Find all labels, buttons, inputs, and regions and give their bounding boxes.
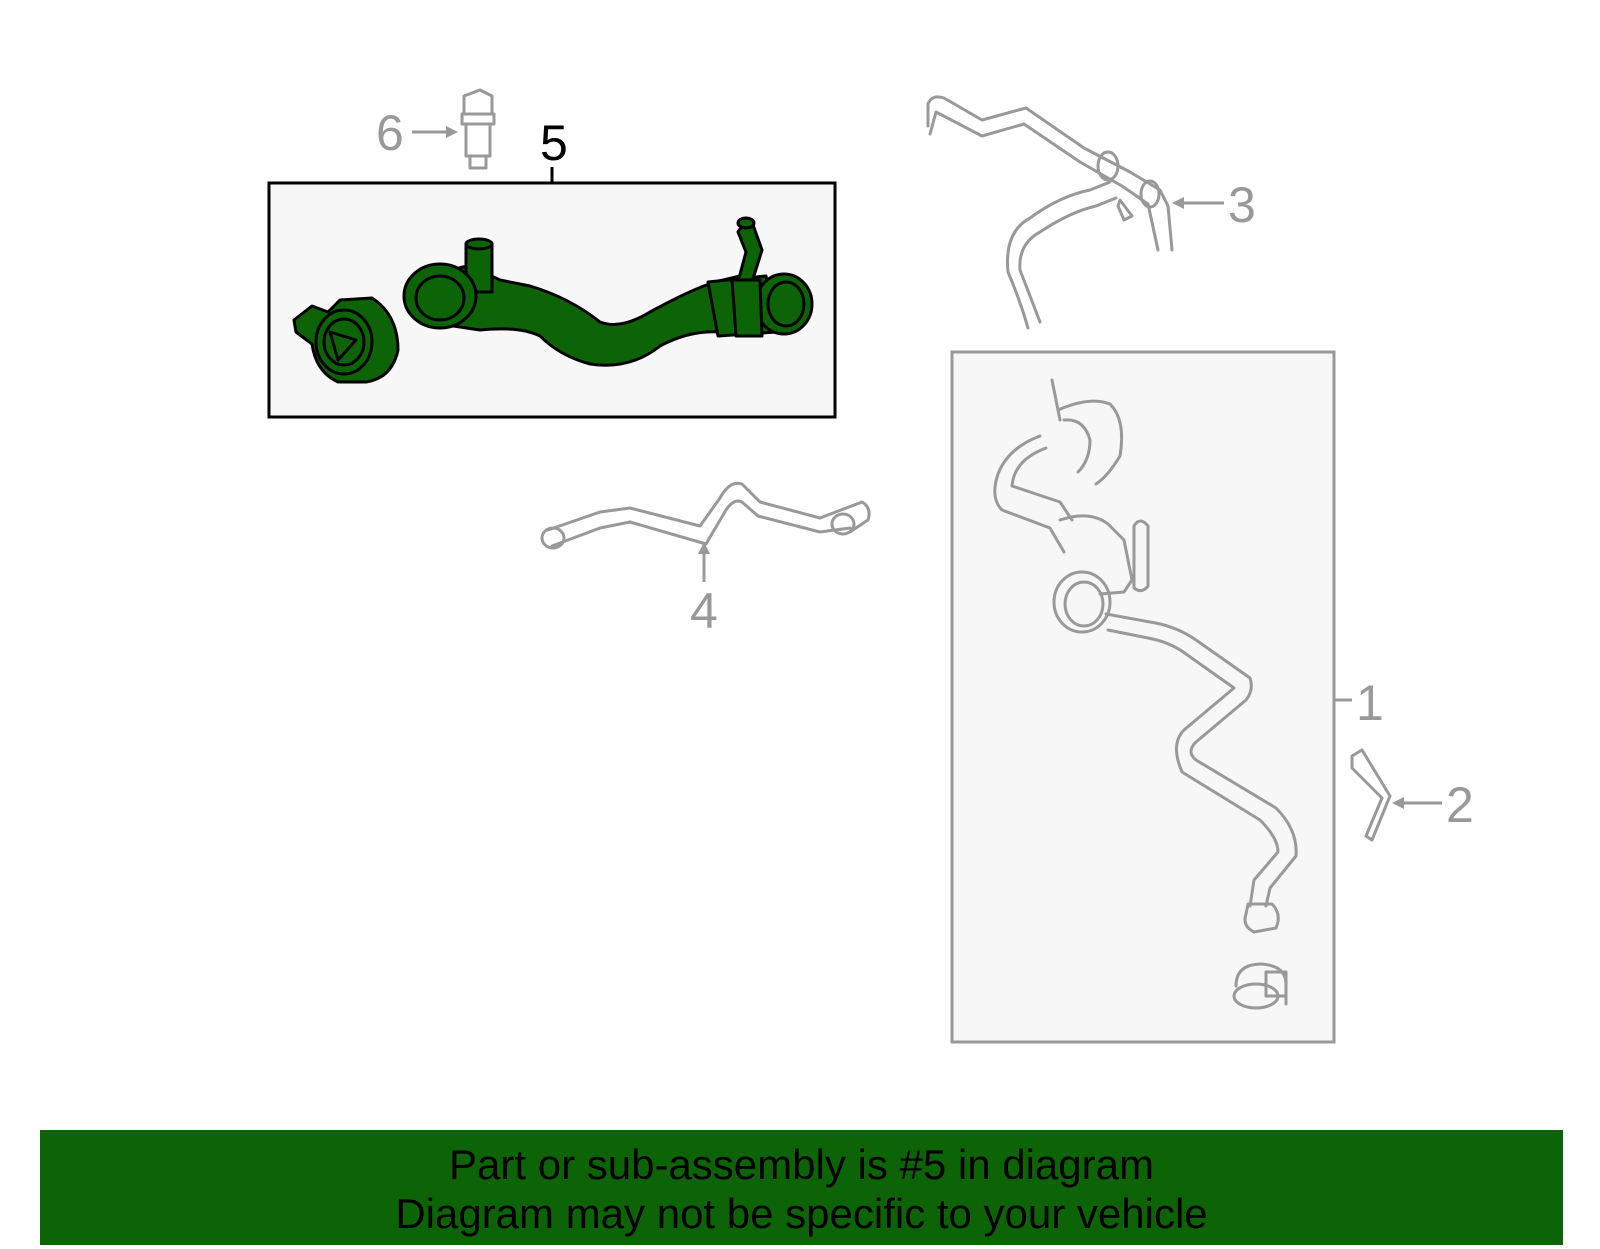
part-1-hose[interactable] xyxy=(993,378,1298,1010)
callout-1: 1 xyxy=(1356,675,1384,731)
info-banner: Part or sub-assembly is #5 in diagram Di… xyxy=(40,1130,1563,1245)
callout-5: 5 xyxy=(540,115,568,171)
banner-line-2: Diagram may not be specific to your vehi… xyxy=(395,1190,1208,1237)
part-2-clip[interactable] xyxy=(1350,748,1392,842)
callout-3: 3 xyxy=(1228,177,1256,233)
part-4-pipe[interactable] xyxy=(540,481,871,550)
callout-6: 6 xyxy=(376,105,404,161)
part-3-hose[interactable] xyxy=(926,95,1174,330)
callout-2: 2 xyxy=(1446,777,1474,833)
part-6-bolt[interactable] xyxy=(460,88,496,170)
banner-line-1: Part or sub-assembly is #5 in diagram xyxy=(449,1141,1154,1188)
part-1-box xyxy=(950,350,1336,1044)
part-5-hose[interactable] xyxy=(292,216,814,384)
callout-4: 4 xyxy=(690,583,718,639)
